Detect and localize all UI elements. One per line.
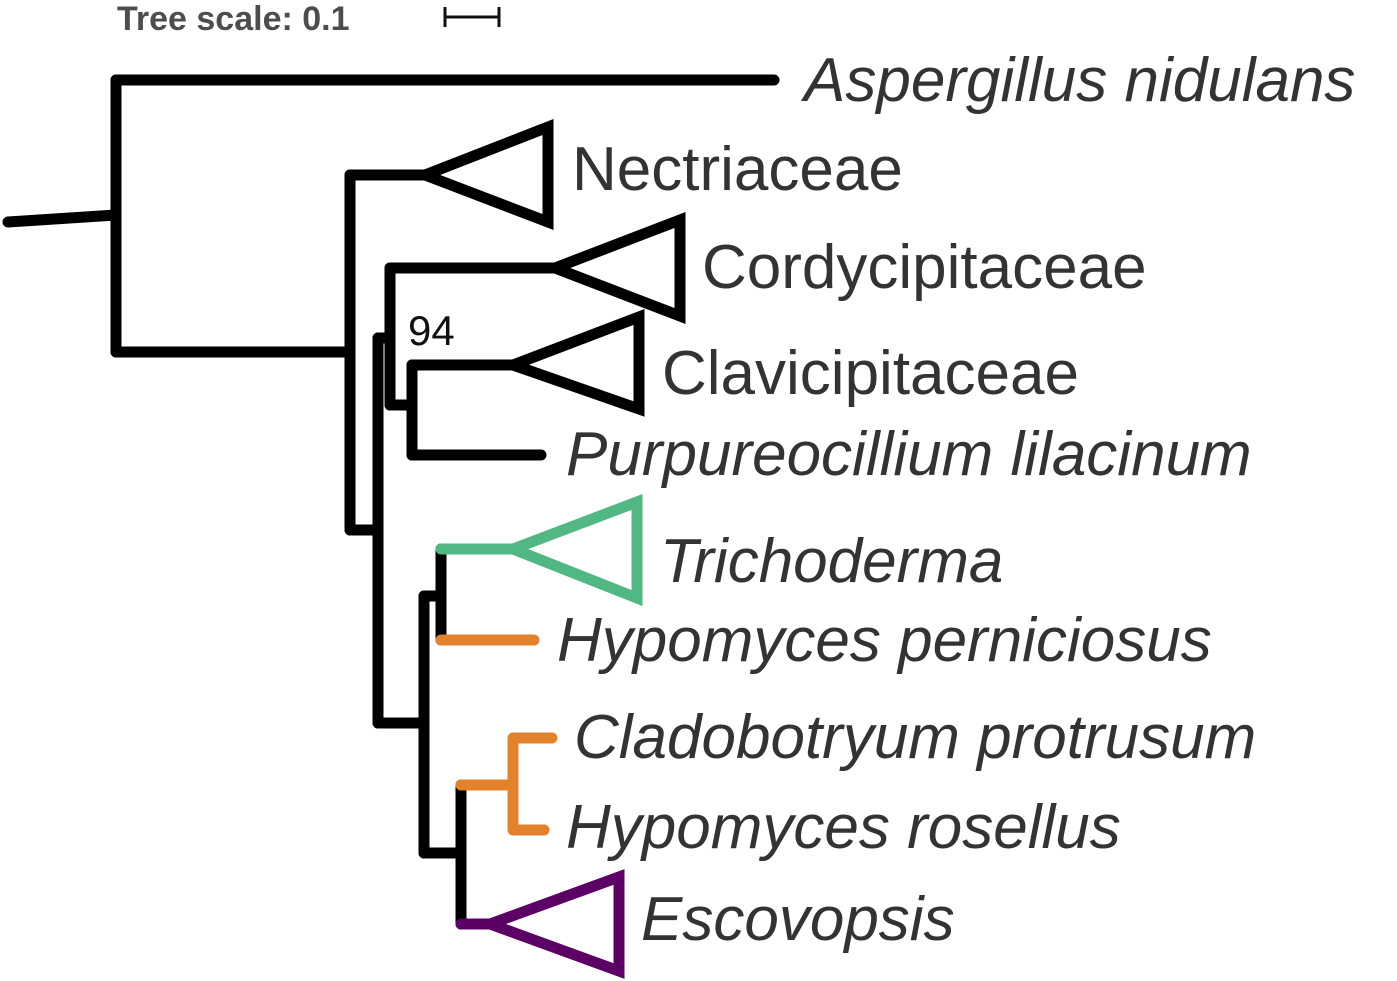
tree-scale-label: Tree scale: 0.1 [117,0,350,38]
tip-label-aspergillus-nidulans: Aspergillus nidulans [800,46,1355,115]
tip-label-purpureocillium-lilacinum: Purpureocillium lilacinum [566,420,1252,489]
tip-label-hypomyces-rosellus: Hypomyces rosellus [566,793,1121,862]
branch-cladobotryum-group [455,732,558,836]
support-value: 94 [408,307,455,354]
tip-label-hypomyces-perniciosus: Hypomyces perniciosus [557,606,1212,675]
tip-label-cladobotryum-protrusum: Cladobotryum protrusum [574,703,1256,772]
tree-scale: Tree scale: 0.1 [117,0,501,38]
tree-backbone [2,74,780,930]
collapsed-clade-trichoderma [497,494,643,607]
tip-label-cordycipitaceae: Cordycipitaceae [702,233,1147,302]
tip-label-escovopsis: Escovopsis [641,885,955,954]
collapsed-clade-clavicipitaceae [496,309,645,417]
tip-label-clavicipitaceae: Clavicipitaceae [662,339,1079,408]
collapsed-clade-cordycipitaceae [539,211,686,325]
root-branch [2,209,122,228]
tip-label-trichoderma: Trichoderma [660,527,1003,596]
collapsed-clade-escovopsis [473,869,625,979]
tip-label-nectriaceae: Nectriaceae [572,135,903,204]
tree-scale-bar [443,7,501,27]
collapsed-clade-nectriaceae [409,118,554,230]
